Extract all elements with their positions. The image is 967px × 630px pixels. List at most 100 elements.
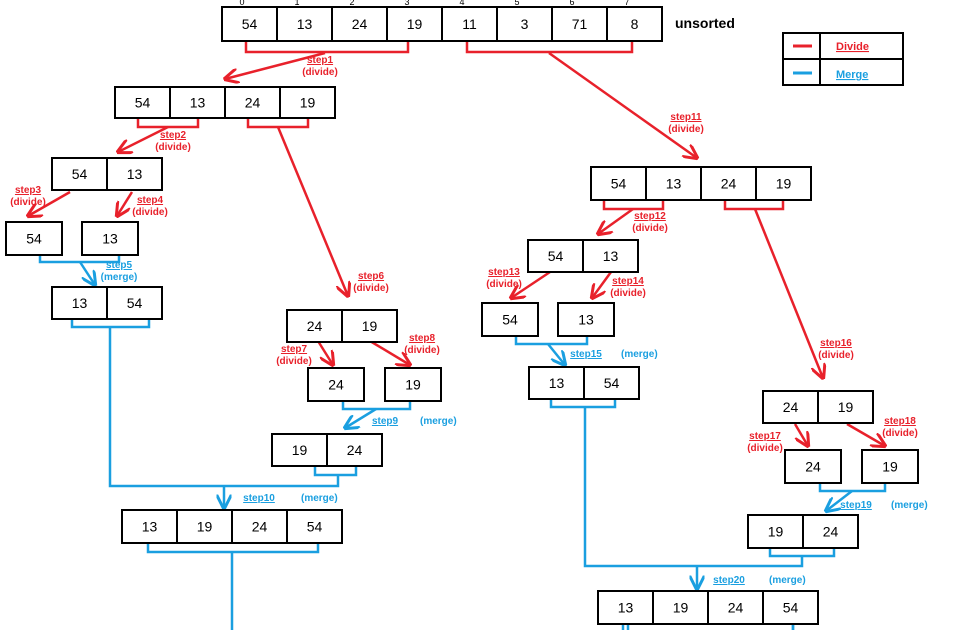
step15-label: step15(merge) (570, 349, 658, 360)
bracket (602, 200, 665, 211)
index-label: 4 (459, 0, 464, 7)
step10-label: step10(merge) (243, 493, 338, 504)
cell-value: 54 (548, 248, 564, 264)
step-name: step1 (307, 55, 334, 66)
cell-value: 54 (127, 295, 143, 311)
bracket (768, 548, 836, 558)
arrow (118, 125, 169, 152)
arrow (369, 339, 410, 365)
step-name: step2 (160, 130, 187, 141)
step-action: (merge) (891, 500, 928, 511)
bracket (818, 483, 887, 493)
step16-label: step16(divide) (818, 338, 854, 361)
step13-label: step13(divide) (486, 267, 522, 290)
arrow (225, 51, 326, 79)
step-name: step3 (15, 185, 42, 196)
array-cell (557, 302, 615, 337)
step-action: (divide) (155, 142, 191, 153)
cell-value: 13 (190, 95, 206, 111)
step9-label: step9(merge) (372, 416, 457, 427)
step-name: step19 (840, 500, 872, 511)
step-name: step12 (634, 211, 666, 222)
cell-value: 13 (618, 600, 634, 616)
array-cell (169, 86, 226, 119)
cell-value: 19 (838, 399, 854, 415)
cell-value: 54 (611, 176, 627, 192)
cell-value: 24 (823, 524, 839, 540)
array-cell (341, 309, 398, 343)
step-action: (merge) (101, 272, 138, 283)
cell-value: 24 (307, 318, 323, 334)
cell-value: 13 (142, 519, 158, 535)
array-b8: 19 (861, 449, 919, 484)
cell-value: 19 (768, 524, 784, 540)
step1-label: step1(divide) (302, 55, 338, 78)
index-label: 7 (624, 0, 629, 7)
array-cell (481, 302, 539, 337)
step-name: step16 (820, 338, 852, 349)
step11-label: step11(divide) (668, 112, 704, 135)
array-cell (307, 367, 365, 402)
index-label: 3 (404, 0, 409, 7)
array-b7: 24 (784, 449, 842, 484)
cell-value: 13 (549, 375, 565, 391)
array-cell (326, 433, 383, 467)
cell-value: 24 (347, 442, 363, 458)
bracket (313, 465, 358, 477)
cell-value: 24 (252, 519, 268, 535)
step-name: step17 (749, 431, 781, 442)
array-cell (224, 86, 281, 119)
arrow (28, 190, 71, 216)
step-action: (divide) (404, 345, 440, 356)
cell-value: 24 (805, 459, 821, 475)
array-cell (707, 590, 764, 625)
step6-label: step6(divide) (353, 271, 389, 294)
step8-label: step8(divide) (404, 333, 440, 356)
index-label: 0 (239, 0, 244, 7)
cell-value: 24 (328, 377, 344, 393)
cell-value: 13 (578, 312, 594, 328)
cell-value: 54 (604, 375, 620, 391)
bracket (514, 336, 589, 346)
arrow (547, 343, 565, 365)
array-cell (582, 239, 639, 273)
step-action: (divide) (486, 279, 522, 290)
array-cell (114, 86, 171, 119)
step-name: step18 (884, 416, 916, 427)
bracket (136, 118, 200, 129)
arrow (276, 126, 348, 296)
step3-label: step3(divide) (10, 185, 46, 208)
step-action: (divide) (610, 288, 646, 299)
cell-value: 19 (673, 600, 689, 616)
step4-label: step4(divide) (132, 195, 168, 218)
array-cell (583, 366, 640, 400)
array-cell (590, 166, 647, 201)
array-cell (755, 166, 812, 201)
array-a8: 19 (384, 367, 442, 402)
cell-value: 19 (197, 519, 213, 535)
step17-label: step17(divide) (747, 431, 783, 454)
bracket (244, 41, 410, 54)
cell-value: 19 (300, 95, 316, 111)
array-cell (271, 433, 328, 467)
arrow (511, 270, 551, 298)
step7-label: step7(divide) (276, 344, 312, 367)
array-cell (279, 86, 336, 119)
cell-value: 24 (245, 95, 261, 111)
bracket (70, 319, 151, 329)
array-b4: 13 (557, 302, 615, 337)
cell-value: 24 (783, 399, 799, 415)
bracket (549, 398, 617, 409)
cell-value: 54 (242, 16, 258, 32)
legend-divide-label: Divide (836, 41, 869, 53)
arrow (592, 271, 613, 298)
step-name: step4 (137, 195, 164, 206)
cell-value: 19 (362, 318, 378, 334)
array-cell (700, 166, 757, 201)
unsorted-label: unsorted (675, 15, 735, 31)
